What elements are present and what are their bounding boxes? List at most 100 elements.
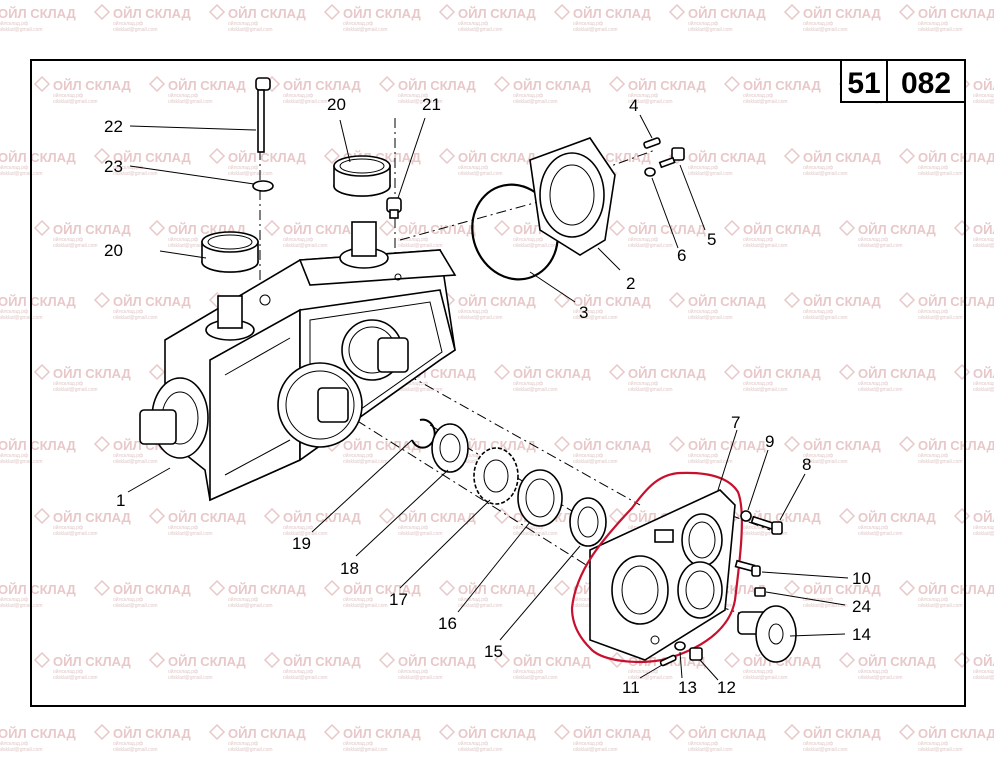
watermark-logo-icon [148,219,166,237]
watermark-brand: ОЙЛ СКЛАД [283,78,362,93]
watermark-site: ойлсклад.рф [858,380,888,387]
watermark-site: ойлсклад.рф [398,380,428,387]
watermark-email: oilsklad@gmail.com [688,747,733,753]
watermark-logo-icon [668,723,686,741]
watermark-email: oilsklad@gmail.com [228,747,273,753]
watermark-email: oilsklad@gmail.com [168,531,213,537]
watermark-site: ойлсклад.рф [0,164,28,171]
watermark-logo-icon [898,435,916,453]
watermark-site: ойлсклад.рф [113,452,143,459]
callout-14: 14 [852,625,871,644]
watermark-site: ойлсклад.рф [0,740,28,747]
watermark-site: ойлсклад.рф [688,740,718,747]
watermark-brand: ОЙЛ СКЛАД [513,366,592,381]
watermark-email: oilsklad@gmail.com [573,459,618,465]
watermark-email: oilsklad@gmail.com [858,243,903,249]
watermark-email: oilsklad@gmail.com [53,675,98,681]
screw-10 [734,559,761,577]
watermark-email: oilsklad@gmail.com [573,747,618,753]
watermark-site: ойлсклад.рф [283,668,313,675]
watermark-brand: ОЙЛ СКЛАД [113,582,192,597]
watermark-site: ойлсклад.рф [228,20,258,27]
watermark-email: oilsklad@gmail.com [0,603,43,609]
watermark-site: ойлсклад.рф [513,668,543,675]
watermark-brand: ОЙЛ СКЛАД [573,726,652,741]
watermark-brand: ОЙЛ СКЛАД [458,582,537,597]
watermark-logo-icon [553,291,571,309]
watermark-brand: ОЙЛ СКЛАД [0,6,77,21]
watermark-brand: ОЙЛ СКЛАД [168,654,247,669]
watermark-site: ойлсклад.рф [918,596,948,603]
callout-16: 16 [438,614,457,633]
watermark-brand: ОЙЛ СКЛАД [573,6,652,21]
washer-9 [740,510,752,522]
callout-7: 7 [731,413,740,432]
circlip-19 [411,418,436,449]
watermark-logo-icon [148,651,166,669]
watermark-brand: ОЙЛ СКЛАД [688,726,767,741]
watermark-email: oilsklad@gmail.com [398,243,443,249]
watermark-email: oilsklad@gmail.com [628,243,673,249]
watermark-site: ойлсклад.рф [688,452,718,459]
watermark-site: ойлсклад.рф [398,668,428,675]
watermark-logo-icon [608,219,626,237]
watermark-email: oilsklad@gmail.com [513,243,558,249]
watermark-site: ойлсклад.рф [513,380,543,387]
watermark-logo-icon [438,579,456,597]
watermark-logo-icon [723,363,741,381]
callout-19: 19 [292,534,311,553]
watermark-email: oilsklad@gmail.com [168,675,213,681]
watermark-email: oilsklad@gmail.com [458,315,503,321]
watermark-site: ойлсклад.рф [398,92,428,99]
watermark-email: oilsklad@gmail.com [343,747,388,753]
callout-4: 4 [629,96,638,115]
washer-13 [674,641,686,651]
watermark-logo-icon [608,651,626,669]
watermark-logo-icon [263,219,281,237]
cover-plate-7 [589,489,736,661]
watermark-logo-icon [723,75,741,93]
callout-17: 17 [389,590,408,609]
watermark-email: oilsklad@gmail.com [973,531,994,537]
watermark-logo-icon [608,363,626,381]
watermark-logo-icon [33,75,51,93]
watermark-site: ойлсклад.рф [803,164,833,171]
watermark-brand: ОЙЛ СКЛАД [398,654,477,669]
watermark-logo-icon [323,147,341,165]
watermark-brand: ОЙЛ СКЛАД [113,726,192,741]
watermark-email: oilsklad@gmail.com [113,171,158,177]
watermark-site: ойлсклад.рф [973,668,994,675]
watermark-site: ойлсклад.рф [573,740,603,747]
watermark-email: oilsklad@gmail.com [513,387,558,393]
watermark-logo-icon [898,3,916,21]
watermark-logo-icon [33,363,51,381]
watermark-brand: ОЙЛ СКЛАД [918,6,994,21]
watermark-site: ойлсклад.рф [973,236,994,243]
callout-13: 13 [678,678,697,697]
watermark-email: oilsklad@gmail.com [973,243,994,249]
watermark-logo-icon [953,219,971,237]
callout-1: 1 [116,491,125,510]
watermark-brand: ОЙЛ СКЛАД [743,222,822,237]
watermark-brand: ОЙЛ СКЛАД [513,78,592,93]
watermark-logo-icon [953,507,971,525]
watermark-site: ойлсклад.рф [573,308,603,315]
watermark-email: oilsklad@gmail.com [113,459,158,465]
watermark-email: oilsklad@gmail.com [113,315,158,321]
watermark-logo-icon [493,363,511,381]
watermark-site: ойлсклад.рф [803,20,833,27]
watermark-logo-icon [148,363,166,381]
watermark-site: ойлсклад.рф [168,236,198,243]
watermark-logo-icon [553,579,571,597]
watermark-email: oilsklad@gmail.com [973,387,994,393]
